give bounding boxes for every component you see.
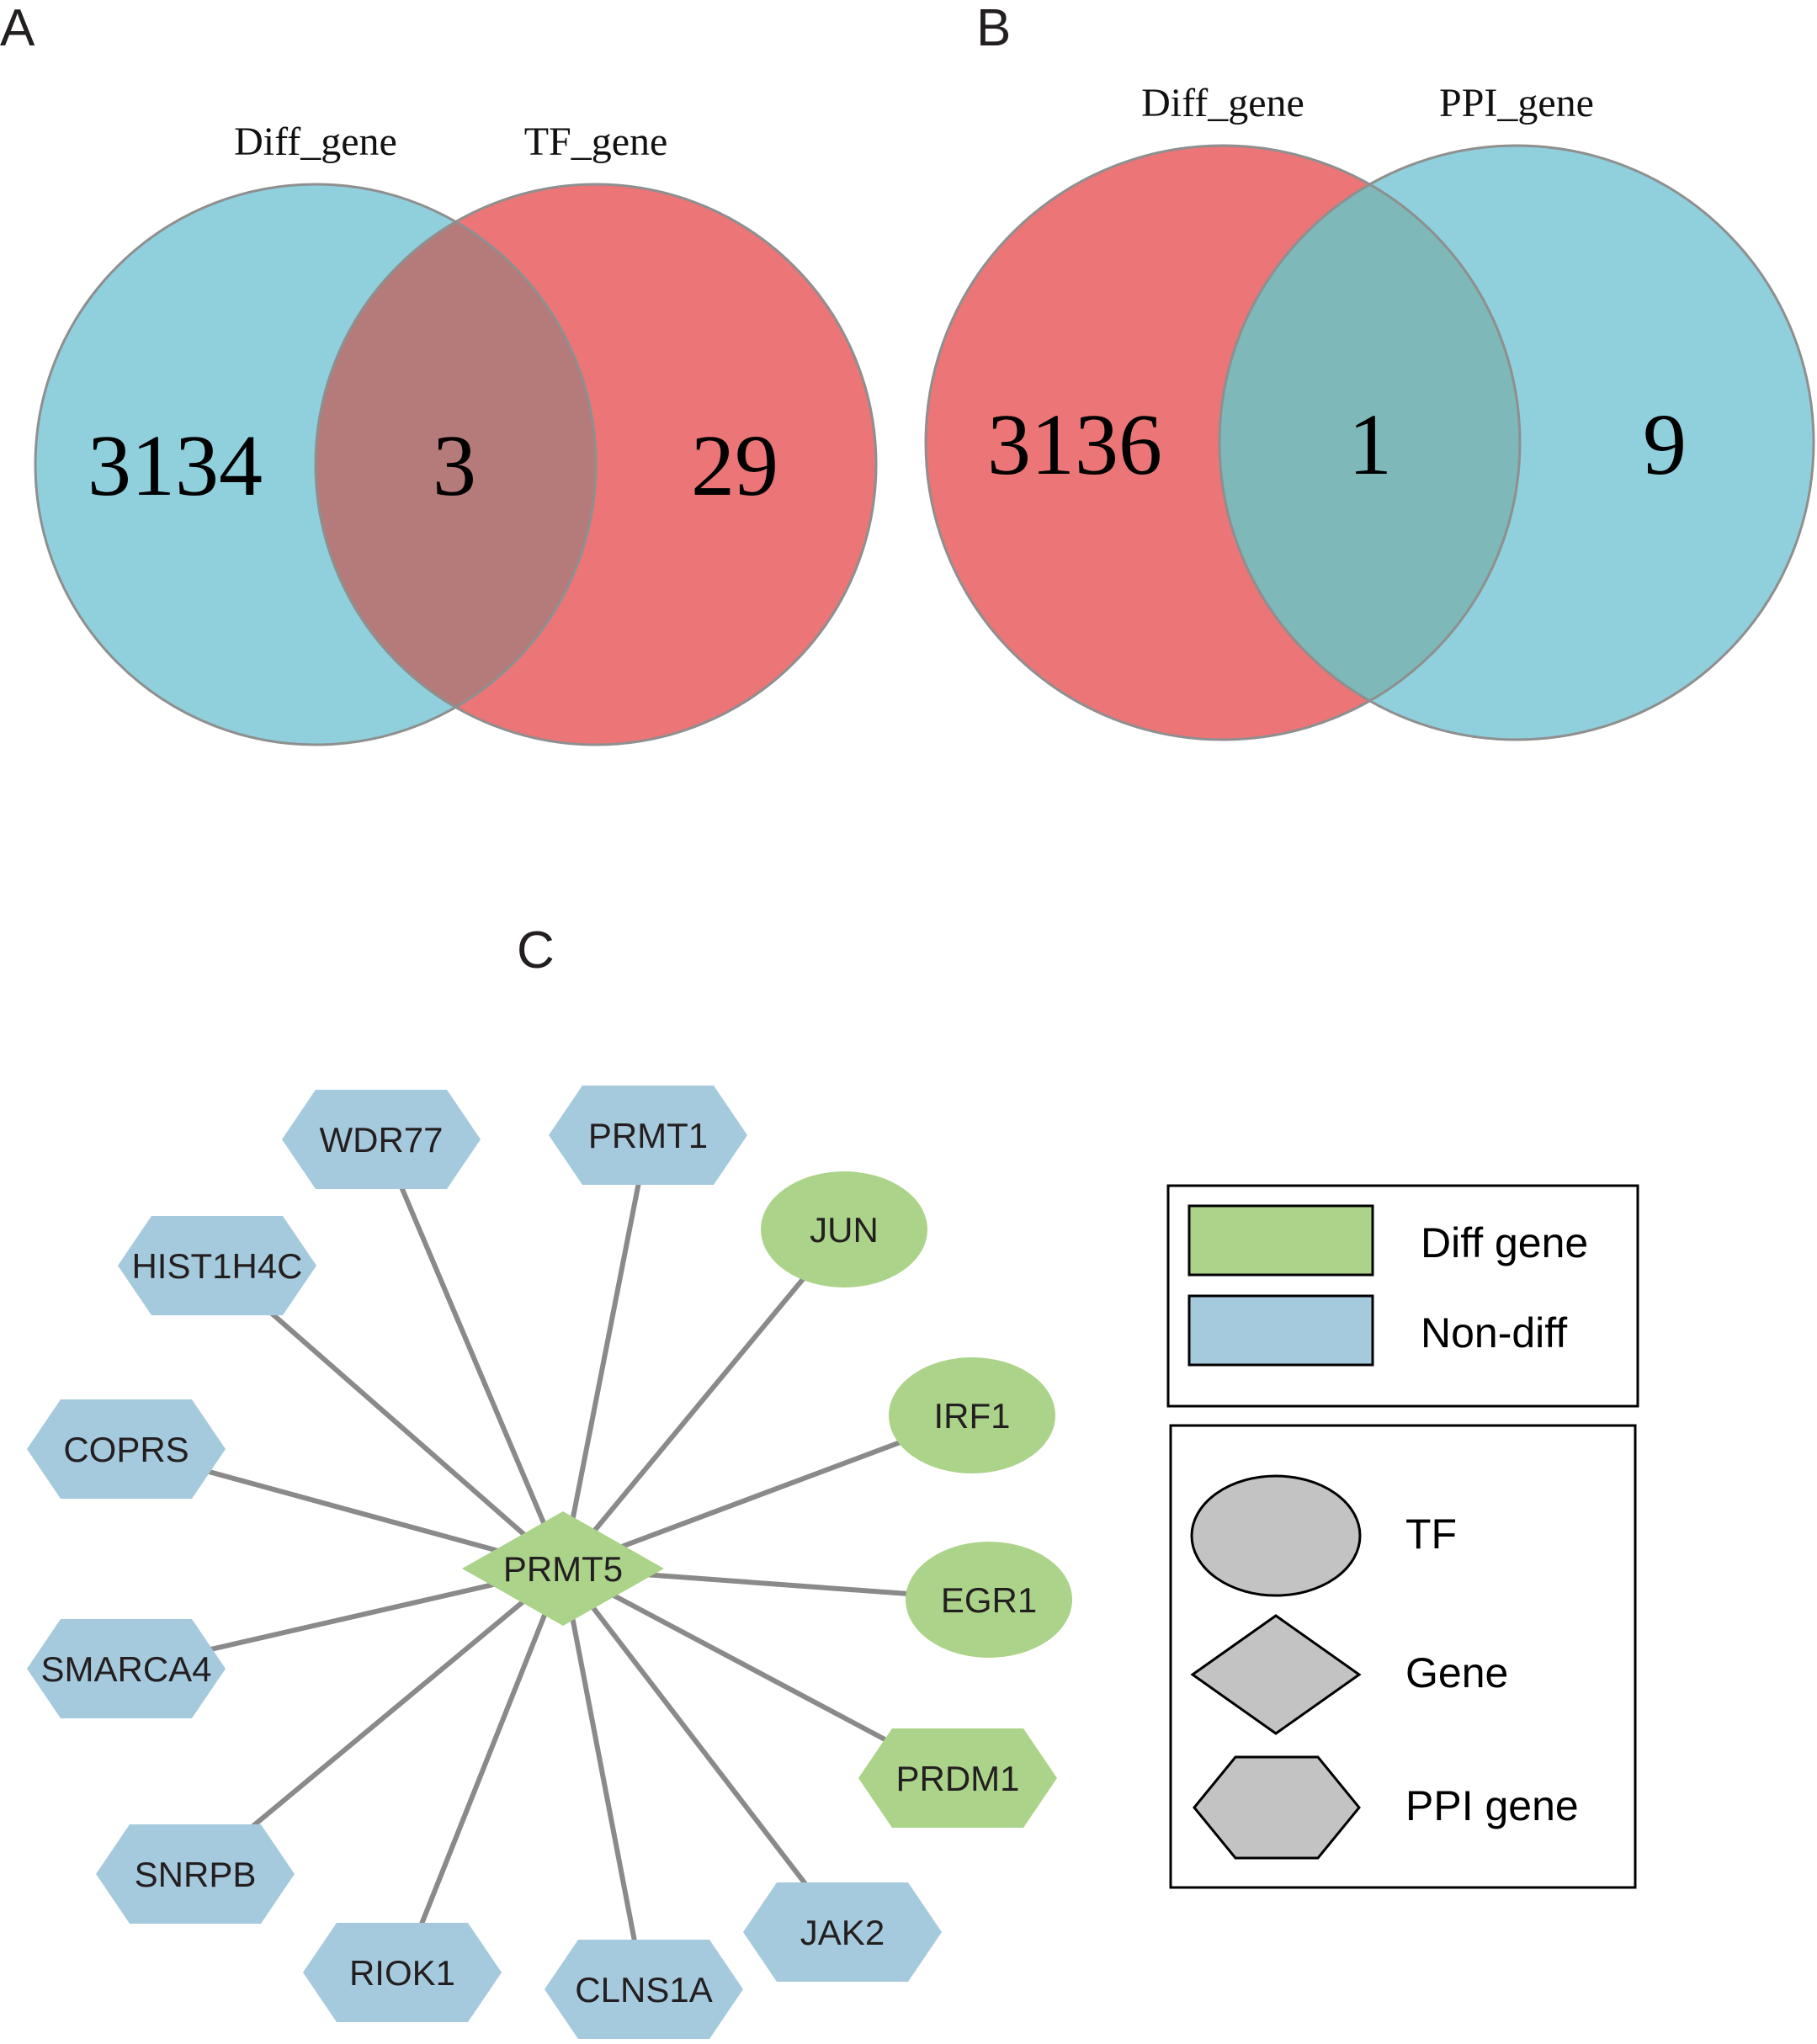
node-snrpb: SNRPB xyxy=(96,1824,295,1924)
node-hist1h4c: HIST1H4C xyxy=(118,1216,316,1315)
venn-b-right-outline xyxy=(1218,144,1815,741)
node-prdm1: PRDM1 xyxy=(858,1728,1057,1828)
edge-prmt5-hist1h4c xyxy=(215,1263,565,1571)
legend-gene-label: Gene xyxy=(1405,1649,1508,1696)
legend-shapes: TF Gene PPI gene xyxy=(1169,1424,1637,1889)
legend-diamond-icon xyxy=(1190,1614,1362,1735)
node-snrpb-label: SNRPB xyxy=(135,1855,257,1894)
legend-ellipse-icon xyxy=(1190,1474,1362,1597)
venn-a-overlap xyxy=(316,184,596,745)
node-riok1: RIOK1 xyxy=(303,1923,502,2022)
node-jak2: JAK2 xyxy=(743,1882,942,1982)
node-prmt1-label: PRMT1 xyxy=(588,1116,708,1155)
node-wdr77-label: WDR77 xyxy=(319,1120,443,1160)
venn-b-left-only-count: 3136 xyxy=(987,396,1162,493)
node-prdm1-hexagon xyxy=(858,1728,1057,1828)
node-hist1h4c-hexagon xyxy=(118,1216,316,1315)
venn-a-left-only-count: 3134 xyxy=(88,417,263,514)
panel-a-label: A xyxy=(0,0,35,57)
node-clns1a-label: CLNS1A xyxy=(575,1970,712,2009)
legend-diff-gene-label: Diff gene xyxy=(1421,1219,1588,1266)
edge-prmt5-snrpb xyxy=(194,1566,565,1877)
legend-ppi-gene-label: PPI gene xyxy=(1405,1782,1579,1829)
node-jun-label: JUN xyxy=(810,1210,879,1250)
node-prmt1-hexagon xyxy=(549,1086,747,1185)
node-jun: JUN xyxy=(761,1171,927,1287)
venn-a-overlap-count: 3 xyxy=(433,417,476,514)
node-egr1-label: EGR1 xyxy=(941,1580,1037,1620)
node-jak2-label: JAK2 xyxy=(800,1913,885,1952)
node-prmt1: PRMT1 xyxy=(549,1086,747,1185)
legend-diff-gene-swatch xyxy=(1187,1204,1374,1277)
venn-a-left-outline xyxy=(34,183,598,746)
legend-hexagon-icon xyxy=(1193,1755,1361,1860)
node-clns1a-hexagon xyxy=(545,1940,743,2039)
panel-b-label: B xyxy=(976,0,1011,57)
node-jak2-hexagon xyxy=(743,1882,942,1982)
node-irf1-label: IRF1 xyxy=(933,1396,1010,1436)
venn-a-right-set-label: TF_gene xyxy=(524,119,668,164)
legend-colors: Diff gene Non-diff xyxy=(1166,1184,1639,1408)
node-wdr77: WDR77 xyxy=(282,1090,481,1189)
node-wdr77-hexagon xyxy=(282,1090,481,1189)
network-edges xyxy=(125,1134,990,1990)
edge-prmt5-prmt1 xyxy=(561,1134,651,1569)
node-coprs-hexagon xyxy=(27,1399,226,1499)
venn-b-left-outline xyxy=(924,144,1522,741)
node-irf1-ellipse xyxy=(889,1357,1055,1473)
node-prmt5: PRMT5 xyxy=(462,1511,664,1626)
venn-a-right-only-count: 29 xyxy=(691,417,778,514)
venn-b-overlap xyxy=(1219,146,1520,740)
venn-a-left-set-label: Diff_gene xyxy=(234,119,397,164)
node-riok1-label: RIOK1 xyxy=(349,1953,455,1993)
node-riok1-hexagon xyxy=(303,1923,502,2022)
panel-a: A Diff_gene TF_gene 3134 3 29 xyxy=(0,0,878,746)
node-jun-ellipse xyxy=(761,1171,927,1287)
venn-a-right-outline xyxy=(314,183,878,746)
node-smarca4: SMARCA4 xyxy=(27,1619,226,1718)
edge-prmt5-wdr77 xyxy=(379,1138,566,1570)
edge-prmt5-jun xyxy=(561,1228,847,1570)
panel-b: B Diff_gene PPI_gene 3136 1 9 xyxy=(924,0,1815,741)
panel-c-label: C xyxy=(517,921,555,980)
node-irf1: IRF1 xyxy=(889,1357,1055,1473)
node-egr1-ellipse xyxy=(906,1542,1072,1658)
node-coprs-label: COPRS xyxy=(63,1430,189,1469)
node-prdm1-label: PRDM1 xyxy=(895,1759,1019,1798)
venn-b-left-set-label: Diff_gene xyxy=(1141,81,1304,125)
node-prmt5-diamond xyxy=(462,1511,664,1626)
node-clns1a: CLNS1A xyxy=(545,1940,743,2039)
legend-non-diff-swatch xyxy=(1187,1294,1374,1367)
edge-prmt5-clns1a xyxy=(561,1568,646,1990)
venn-b-overlap-count: 1 xyxy=(1348,396,1392,493)
legend-non-diff-label: Non-diff xyxy=(1421,1309,1567,1356)
node-prmt5-label: PRMT5 xyxy=(503,1549,623,1589)
edge-prmt5-jak2 xyxy=(561,1567,845,1934)
node-snrpb-hexagon xyxy=(96,1824,295,1924)
node-smarca4-hexagon xyxy=(27,1619,226,1718)
node-coprs: COPRS xyxy=(27,1399,226,1499)
node-egr1: EGR1 xyxy=(906,1542,1072,1658)
legend-tf-label: TF xyxy=(1405,1510,1457,1558)
venn-b-right-only-count: 9 xyxy=(1643,396,1687,493)
venn-b-right-set-label: PPI_gene xyxy=(1439,81,1594,125)
node-smarca4-label: SMARCA4 xyxy=(40,1649,211,1689)
node-hist1h4c-label: HIST1H4C xyxy=(131,1246,302,1286)
edge-prmt5-riok1 xyxy=(400,1567,566,1974)
